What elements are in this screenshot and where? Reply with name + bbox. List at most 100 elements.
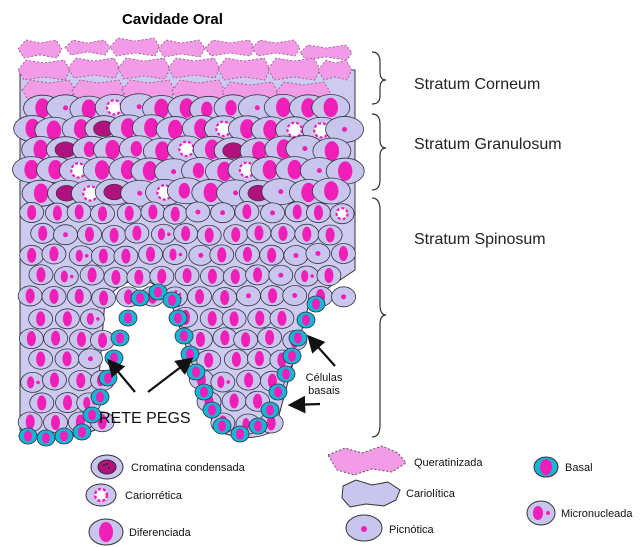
nucleus — [208, 269, 217, 284]
legend-item-keratinized: Queratinizada — [328, 446, 483, 475]
micronucleus — [167, 232, 171, 236]
micronucleus — [85, 254, 89, 258]
keratinized-cell — [110, 38, 160, 56]
legend-label-micronucleated: Micronucleada — [561, 508, 633, 520]
label-basal-cells-line1: Células — [306, 372, 343, 384]
nucleus — [217, 247, 226, 262]
keratinized-cell — [300, 45, 352, 60]
nucleus — [220, 330, 229, 345]
micronucleus — [70, 275, 74, 279]
label-stratum-corneum: Stratum Corneum — [414, 76, 540, 93]
basal-arrow-lower — [292, 404, 320, 405]
nucleus — [111, 270, 120, 285]
nucleus — [255, 351, 264, 366]
nucleus — [198, 253, 203, 258]
micronucleus — [226, 380, 230, 384]
keratinized-cell — [318, 60, 352, 80]
nucleus — [302, 227, 311, 242]
label-rete-pegs: RETE PEGS — [99, 410, 191, 427]
basal-nucleus — [88, 410, 96, 421]
nucleus — [278, 226, 287, 241]
micronucleus — [310, 274, 314, 278]
nucleus — [242, 204, 251, 219]
granulosum-bracket — [372, 114, 386, 190]
keratinized-cell — [68, 58, 120, 78]
keratinized-cell — [218, 58, 270, 80]
nucleus — [341, 294, 346, 299]
nucleus — [77, 332, 86, 347]
nucleus — [26, 288, 35, 303]
nucleus — [255, 105, 260, 110]
nucleus — [253, 394, 262, 409]
nucleus — [99, 249, 108, 264]
legend-item-pyknotic: Picnótica — [346, 515, 435, 541]
nucleus — [217, 376, 224, 388]
nucleus — [317, 168, 322, 173]
nucleus — [38, 226, 47, 241]
nucleus — [325, 141, 339, 161]
nucleus — [225, 100, 236, 116]
nucleus — [195, 289, 204, 304]
legend-item-differentiated: Diferenciada — [89, 519, 192, 545]
legend-label-differentiated: Diferenciada — [129, 527, 192, 539]
legend-label-karyorrhectic: Cariorrética — [125, 490, 183, 502]
nucleus — [339, 246, 348, 261]
nucleus — [179, 183, 190, 199]
basal-nucleus — [288, 351, 296, 362]
basal-nucleus — [282, 369, 290, 380]
nucleus — [292, 293, 297, 298]
micronucleus — [96, 317, 100, 321]
nucleus — [277, 311, 286, 326]
basal-nucleus — [154, 287, 162, 298]
nucleus — [204, 183, 218, 203]
nucleus — [63, 232, 68, 237]
nucleus — [278, 273, 283, 278]
legend-item-condensed-chromatin: Cromatina condensada — [91, 455, 246, 479]
nucleus — [193, 163, 204, 179]
nucleus — [278, 189, 283, 194]
nucleus — [171, 207, 180, 222]
keratinized-cell — [18, 60, 70, 80]
nucleus — [131, 141, 142, 157]
nucleus — [110, 228, 119, 243]
nucleus — [98, 206, 107, 221]
karyorrhectic-nucleus — [107, 100, 121, 114]
nucleus — [148, 205, 157, 220]
basal-nucleus — [200, 387, 208, 398]
basal-nucleus — [78, 427, 86, 438]
nucleus — [51, 331, 60, 346]
nucleus — [27, 376, 34, 388]
nucleus — [34, 183, 48, 203]
nucleus — [132, 226, 141, 241]
nucleus — [324, 181, 338, 201]
keratinized-cell — [252, 40, 300, 56]
basal-nucleus — [266, 405, 274, 416]
nucleus — [63, 395, 72, 410]
nucleus — [105, 140, 119, 160]
nucleus — [204, 353, 213, 368]
nucleus — [75, 289, 84, 304]
nucleus — [134, 270, 143, 285]
basal-nucleus — [136, 293, 144, 304]
keratinized-cell — [158, 40, 205, 57]
legend-label-condensed-chromatin: Cromatina condensada — [131, 462, 246, 474]
nucleus — [267, 248, 276, 263]
spinosum-bracket — [372, 198, 386, 437]
nucleus — [181, 226, 190, 241]
nucleus — [230, 311, 239, 326]
label-basal-cells-line2: basais — [308, 385, 340, 397]
nucleus — [302, 146, 307, 151]
legend: Cromatina condensada Cariorrética Difere… — [86, 446, 633, 545]
nucleus — [157, 269, 166, 284]
nucleus — [195, 209, 200, 214]
nucleus — [244, 373, 253, 388]
nucleus — [49, 246, 58, 261]
nucleus — [301, 270, 308, 282]
keratinized-cell — [205, 40, 255, 56]
nucleus — [293, 204, 302, 219]
nucleus — [315, 251, 320, 256]
nucleus — [338, 161, 352, 181]
nucleus — [62, 351, 71, 366]
nucleus — [49, 289, 58, 304]
rete-arrow-right — [148, 360, 190, 392]
